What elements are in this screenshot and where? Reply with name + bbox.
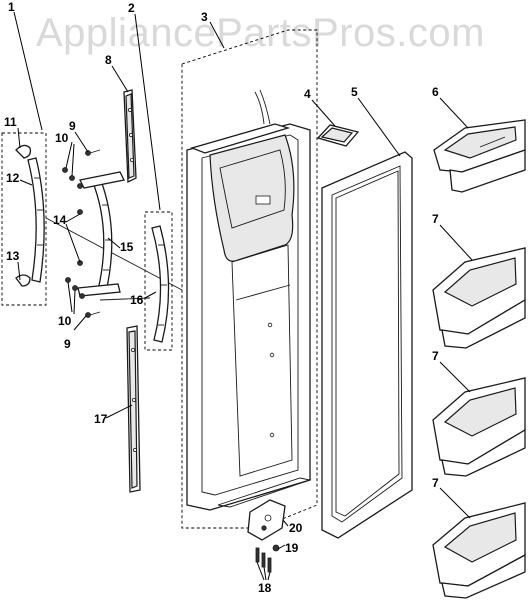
callout-label: 15 <box>120 240 134 254</box>
callout-label: 6 <box>432 85 439 99</box>
callout-label: 10 <box>55 131 69 145</box>
door-bin-upper <box>432 247 526 349</box>
callout-label: 19 <box>285 541 299 555</box>
callout-label: 7 <box>432 212 439 226</box>
handle-bar-left <box>15 144 45 287</box>
group-connector-line <box>99 297 151 301</box>
leader-lines <box>13 11 473 581</box>
callout-label: 2 <box>128 1 135 15</box>
callout-label: 9 <box>64 337 71 351</box>
callout-label: 12 <box>6 171 20 185</box>
callout-label: 8 <box>105 53 112 67</box>
callout-label: 18 <box>258 581 272 595</box>
callout-label: 17 <box>94 412 108 426</box>
handle-bar-middle <box>77 171 125 297</box>
callout-label: 13 <box>6 249 20 263</box>
door-bin-small <box>433 119 526 193</box>
bottom-hinge-bracket <box>247 499 286 541</box>
callout-label: 7 <box>432 476 439 490</box>
callout-label: 1 <box>8 0 15 14</box>
door-gasket <box>321 151 413 539</box>
callout-label: 4 <box>304 87 311 101</box>
group-box-handle-1 <box>1 132 47 306</box>
dispenser-cover-part <box>316 124 360 147</box>
callout-label: 10 <box>58 314 72 328</box>
screw-set-lower <box>65 260 101 318</box>
callout-label: 5 <box>351 85 358 99</box>
group-box-handle-2 <box>144 211 173 351</box>
handle-trim-bottom <box>126 325 141 493</box>
handle-bar-right <box>151 225 170 343</box>
callout-label: 20 <box>289 521 303 535</box>
callout-label: 7 <box>432 349 439 363</box>
callout-label: 9 <box>69 119 76 133</box>
door-bin-lower <box>432 502 526 599</box>
watermark-text: AppliancePartsPros.com <box>36 11 485 55</box>
callout-label: 3 <box>201 10 208 24</box>
callout-label: 14 <box>53 213 67 227</box>
group-box-door-assembly <box>181 29 318 529</box>
callout-label: 16 <box>130 293 144 307</box>
callout-label: 11 <box>4 115 17 129</box>
door-panel <box>186 89 312 511</box>
door-bin-middle <box>432 377 526 477</box>
handle-trim-top <box>123 89 137 184</box>
